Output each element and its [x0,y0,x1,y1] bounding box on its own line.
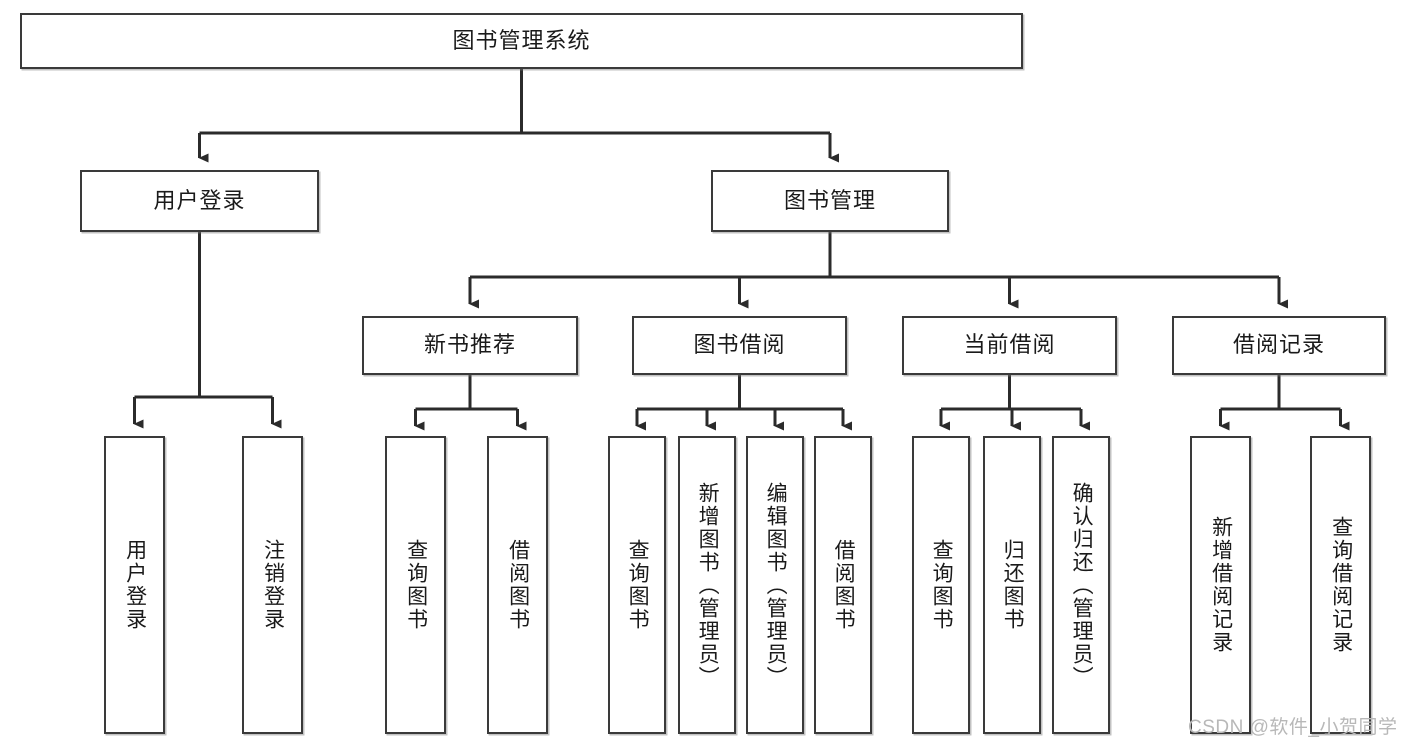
leaf-query-book-borrow-label: 查询图书 [626,539,650,631]
node-borrow-record-label: 借阅记录 [1232,332,1325,358]
leaf-add-book-admin[interactable]: 新增图书（管理员） [678,436,736,734]
node-new-book-recommend-label: 新书推荐 [423,332,516,358]
leaf-query-borrow-record[interactable]: 查询借阅记录 [1310,436,1371,734]
node-root-label: 图书管理系统 [452,27,591,53]
leaf-query-book-recommend[interactable]: 查询图书 [385,436,446,734]
leaf-return-book-label: 归还图书 [1001,539,1025,631]
node-book-management-label: 图书管理 [783,187,876,213]
leaf-logout[interactable]: 注销登录 [242,436,303,734]
node-book-borrow[interactable]: 图书借阅 [632,316,847,375]
node-user-login-label: 用户登录 [153,187,246,213]
leaf-return-book[interactable]: 归还图书 [983,436,1041,734]
node-borrow-record[interactable]: 借阅记录 [1172,316,1386,375]
node-user-login[interactable]: 用户登录 [80,170,319,232]
leaf-borrow-book-label: 借阅图书 [832,539,856,631]
leaf-edit-book-admin[interactable]: 编辑图书（管理员） [746,436,804,734]
leaf-borrow-book-recommend-label: 借阅图书 [506,539,530,631]
node-book-borrow-label: 图书借阅 [693,332,786,358]
leaf-logout-label: 注销登录 [261,539,285,631]
leaf-query-book-current-label: 查询图书 [930,539,954,631]
leaf-add-borrow-record-label: 新增借阅记录 [1209,516,1233,654]
node-root[interactable]: 图书管理系统 [20,13,1023,69]
leaf-query-book-recommend-label: 查询图书 [404,539,428,631]
node-new-book-recommend[interactable]: 新书推荐 [362,316,578,375]
node-current-borrow[interactable]: 当前借阅 [902,316,1117,375]
leaf-edit-book-admin-label: 编辑图书（管理员） [764,481,788,689]
leaf-user-login[interactable]: 用户登录 [104,436,165,734]
leaf-add-book-admin-label: 新增图书（管理员） [696,481,720,689]
leaf-borrow-book-recommend[interactable]: 借阅图书 [487,436,548,734]
watermark: CSDN @软件_小贺同学 [1188,717,1398,738]
leaf-user-login-label: 用户登录 [123,539,147,631]
leaf-query-borrow-record-label: 查询借阅记录 [1329,516,1353,654]
node-current-borrow-label: 当前借阅 [963,332,1056,358]
leaf-add-borrow-record[interactable]: 新增借阅记录 [1190,436,1251,734]
leaf-query-book-borrow[interactable]: 查询图书 [608,436,666,734]
node-book-management[interactable]: 图书管理 [711,170,949,232]
leaf-confirm-return-admin-label: 确认归还（管理员） [1070,481,1094,689]
leaf-query-book-current[interactable]: 查询图书 [912,436,970,734]
leaf-confirm-return-admin[interactable]: 确认归还（管理员） [1052,436,1110,734]
leaf-borrow-book[interactable]: 借阅图书 [814,436,872,734]
